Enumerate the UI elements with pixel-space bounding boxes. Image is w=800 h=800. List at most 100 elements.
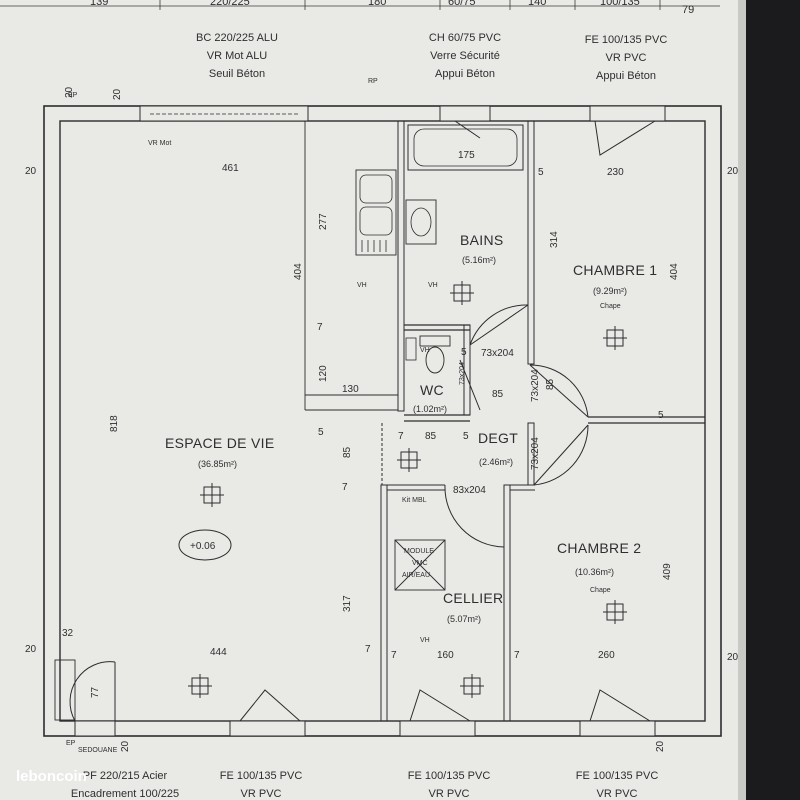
svg-text:7: 7 bbox=[365, 644, 371, 655]
svg-text:7: 7 bbox=[342, 482, 348, 493]
bottom-opening-3: FE 100/135 PVC VR PVC bbox=[408, 770, 491, 800]
svg-text:20: 20 bbox=[112, 88, 123, 100]
level-marker: +0.06 bbox=[190, 541, 216, 552]
vmc-cellier-label: VH bbox=[420, 637, 430, 644]
floor-markers bbox=[188, 281, 627, 698]
top-dim-6: 100/135 bbox=[600, 0, 640, 8]
svg-text:409: 409 bbox=[662, 563, 673, 580]
window-sashes bbox=[54, 120, 656, 722]
vmc-wc-label: VH bbox=[420, 347, 430, 354]
top-opening-1: BC 220/225 ALU VR Mot ALU Seuil Béton bbox=[196, 32, 278, 80]
room-area-espace-de-vie: (36.85m²) bbox=[198, 459, 237, 469]
top-dim-4: 60/75 bbox=[448, 0, 476, 8]
vmc-module bbox=[394, 539, 446, 591]
room-area-chambre1: (9.29m²) bbox=[593, 286, 627, 296]
paper-right-edge bbox=[738, 0, 746, 800]
svg-text:444: 444 bbox=[210, 647, 227, 658]
svg-text:314: 314 bbox=[549, 231, 560, 248]
svg-text:VR PVC: VR PVC bbox=[597, 788, 638, 800]
kitchen-sink bbox=[355, 169, 397, 256]
svg-text:Appui Béton: Appui Béton bbox=[435, 68, 495, 80]
top-opening-2: CH 60/75 PVC Verre Sécurité Appui Béton bbox=[429, 32, 501, 80]
room-name-bains: BAINS bbox=[460, 232, 504, 248]
top-dim-1: 139 bbox=[90, 0, 108, 8]
svg-text:5: 5 bbox=[318, 427, 324, 438]
svg-text:7: 7 bbox=[514, 650, 520, 661]
svg-text:BC 220/225 ALU: BC 220/225 ALU bbox=[196, 32, 278, 44]
bathtub bbox=[407, 124, 524, 171]
svg-text:260: 260 bbox=[598, 650, 615, 661]
vr-mot-label: VR Mot bbox=[148, 140, 171, 147]
svg-text:20: 20 bbox=[64, 86, 75, 98]
svg-text:FE 100/135 PVC: FE 100/135 PVC bbox=[576, 770, 659, 782]
svg-text:73x204: 73x204 bbox=[481, 348, 514, 359]
svg-text:160: 160 bbox=[437, 650, 454, 661]
level-marker-ring bbox=[178, 529, 232, 561]
svg-text:20: 20 bbox=[655, 740, 666, 752]
room-name-chambre1: CHAMBRE 1 bbox=[573, 262, 657, 278]
svg-text:818: 818 bbox=[109, 415, 120, 432]
svg-text:77: 77 bbox=[90, 686, 101, 698]
room-name-chambre2: CHAMBRE 2 bbox=[557, 540, 641, 556]
svg-text:Seuil Béton: Seuil Béton bbox=[209, 68, 265, 80]
room-area-cellier: (5.07m²) bbox=[447, 614, 481, 624]
room-area-bains: (5.16m²) bbox=[462, 255, 496, 265]
kit-mbl-label: Kit MBL bbox=[402, 497, 427, 504]
sideway-label: SEDOUANE bbox=[78, 747, 118, 754]
vmc-module-label-2: VMC bbox=[412, 560, 428, 567]
svg-text:85: 85 bbox=[545, 378, 556, 390]
svg-text:120: 120 bbox=[318, 365, 329, 382]
svg-text:5: 5 bbox=[463, 431, 469, 442]
room-name-wc: WC bbox=[420, 382, 444, 398]
svg-text:VR PVC: VR PVC bbox=[241, 788, 282, 800]
svg-text:404: 404 bbox=[669, 263, 680, 280]
svg-text:FE 100/135 PVC: FE 100/135 PVC bbox=[220, 770, 303, 782]
svg-text:5: 5 bbox=[538, 167, 544, 178]
room-floor-chambre1: Chape bbox=[600, 303, 621, 310]
svg-text:VR PVC: VR PVC bbox=[429, 788, 470, 800]
svg-text:7: 7 bbox=[391, 650, 397, 661]
svg-text:230: 230 bbox=[607, 167, 624, 178]
svg-text:Appui Béton: Appui Béton bbox=[596, 70, 656, 82]
bottom-opening-4: FE 100/135 PVC VR PVC bbox=[576, 770, 659, 800]
svg-text:130: 130 bbox=[342, 384, 359, 395]
svg-text:461: 461 bbox=[222, 163, 239, 174]
door-size-labels: 73x204 73x204 73x204 73x204 83x204 bbox=[453, 348, 541, 496]
ep-bottom-label: EP bbox=[66, 740, 76, 747]
room-name-cellier: CELLIER bbox=[443, 590, 503, 606]
room-floor-chambre2: Chape bbox=[590, 587, 611, 594]
bottom-wall-openings bbox=[74, 720, 656, 737]
svg-text:73x204: 73x204 bbox=[530, 437, 541, 470]
svg-text:Verre Sécurité: Verre Sécurité bbox=[430, 50, 500, 62]
bottom-opening-2: FE 100/135 PVC VR PVC bbox=[220, 770, 303, 800]
svg-text:20: 20 bbox=[120, 740, 131, 752]
room-area-wc: (1.02m²) bbox=[413, 404, 447, 414]
top-dim-2: 220/225 bbox=[210, 0, 250, 8]
svg-text:20: 20 bbox=[727, 652, 739, 663]
top-dim-7: 79 bbox=[682, 4, 694, 16]
room-name-degt: DEGT bbox=[478, 430, 518, 446]
svg-text:20: 20 bbox=[25, 166, 37, 177]
rp-label: RP bbox=[368, 78, 378, 85]
svg-text:73x204: 73x204 bbox=[530, 369, 541, 402]
vmc-module-label-1: MODULE bbox=[404, 548, 434, 555]
svg-text:VR Mot ALU: VR Mot ALU bbox=[207, 50, 268, 62]
top-dim-3: 180 bbox=[368, 0, 386, 8]
svg-text:85: 85 bbox=[425, 431, 437, 442]
svg-text:FE 100/135 PVC: FE 100/135 PVC bbox=[408, 770, 491, 782]
svg-text:5: 5 bbox=[461, 347, 467, 358]
toilet bbox=[405, 335, 451, 374]
room-area-chambre2: (10.36m²) bbox=[575, 567, 614, 577]
paper-sheet bbox=[0, 0, 745, 800]
svg-text:Encadrement 100/225: Encadrement 100/225 bbox=[71, 788, 179, 800]
svg-text:20: 20 bbox=[727, 166, 739, 177]
svg-text:VR PVC: VR PVC bbox=[606, 52, 647, 64]
watermark-logo: leboncoin bbox=[16, 768, 87, 785]
svg-text:7: 7 bbox=[398, 431, 404, 442]
vmc-kitchen-label: VH bbox=[357, 282, 367, 289]
door-swings bbox=[69, 304, 589, 722]
wash-basin bbox=[405, 199, 437, 245]
bottom-opening-1: PF 220/215 Acier Encadrement 100/225 bbox=[71, 770, 179, 800]
top-dimension-row bbox=[0, 0, 720, 10]
